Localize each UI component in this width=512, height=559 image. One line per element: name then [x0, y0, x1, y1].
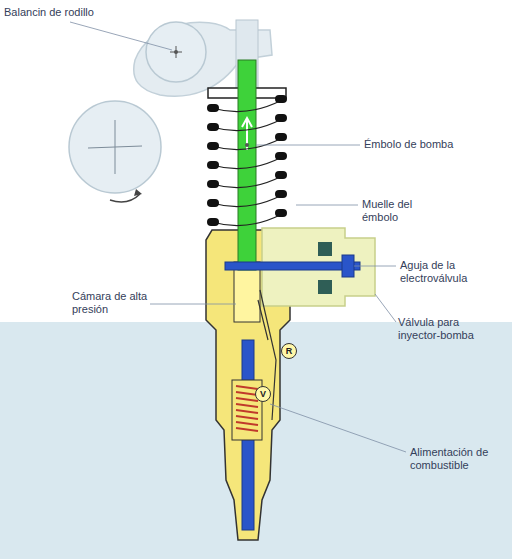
spring-wire — [236, 398, 258, 401]
spring-coil — [207, 218, 219, 226]
part-label: Cámara de alta presión — [72, 290, 148, 316]
spring-coil — [207, 180, 219, 188]
spring-wire — [236, 422, 258, 425]
spring-coil — [275, 209, 287, 217]
spring-coil — [275, 152, 287, 160]
leader-line — [270, 404, 406, 452]
spring-wire — [212, 176, 282, 188]
spring-coil — [275, 190, 287, 198]
spring-coil — [207, 123, 219, 131]
part-label: Balancin de rodillo — [4, 6, 144, 19]
spring-wire — [212, 214, 282, 226]
leader-dot — [245, 143, 249, 147]
cam-axis — [88, 120, 142, 174]
cam — [69, 101, 161, 193]
part-label: Válvula para inyector-bomba — [398, 316, 498, 342]
high-pressure-chamber — [234, 262, 260, 322]
spring-wire — [212, 195, 282, 207]
leader-line — [354, 266, 396, 267]
callout-letter: V — [255, 386, 271, 402]
spring-coil — [207, 199, 219, 207]
rotation-arrowhead — [134, 189, 142, 196]
spring-coil — [275, 171, 287, 179]
roller — [146, 22, 206, 82]
plunger-arrow — [242, 118, 252, 150]
solenoid-coil — [318, 242, 332, 256]
spring-coil — [207, 142, 219, 150]
spring-coil — [275, 95, 287, 103]
valve-needle — [225, 262, 360, 270]
leader-lines — [70, 22, 406, 452]
spring-wire — [212, 119, 282, 131]
part-label: Muelle del émbolo — [362, 198, 442, 224]
spring-wire — [212, 157, 282, 169]
part-label: Émbolo de bomba — [364, 138, 454, 151]
leader-line — [375, 294, 396, 322]
spring-wire — [236, 410, 258, 413]
leader-line — [150, 304, 236, 305]
spring-wire — [236, 428, 258, 431]
spring-coil — [275, 114, 287, 122]
part-label: Alimentación de combustible — [410, 446, 508, 472]
part-label: Aguja de la electroválvula — [400, 259, 500, 285]
leader-dot — [174, 50, 178, 54]
plunger-spring — [207, 95, 287, 226]
roller-axis — [170, 46, 182, 58]
spring-wire — [236, 416, 258, 419]
spring-wire — [236, 404, 258, 407]
spring-wire — [236, 386, 258, 389]
leader-line — [296, 205, 358, 206]
valve-armature — [342, 255, 354, 277]
spring-coil — [275, 133, 287, 141]
leader-line — [70, 22, 172, 50]
callout-letter: R — [281, 343, 297, 359]
spring-wire — [212, 100, 282, 112]
spring-coil — [207, 161, 219, 169]
leader-line — [256, 145, 360, 146]
solenoid-coil — [318, 280, 332, 294]
pump-plunger — [238, 60, 256, 270]
spring-coil — [207, 104, 219, 112]
spring-wire — [212, 138, 282, 150]
